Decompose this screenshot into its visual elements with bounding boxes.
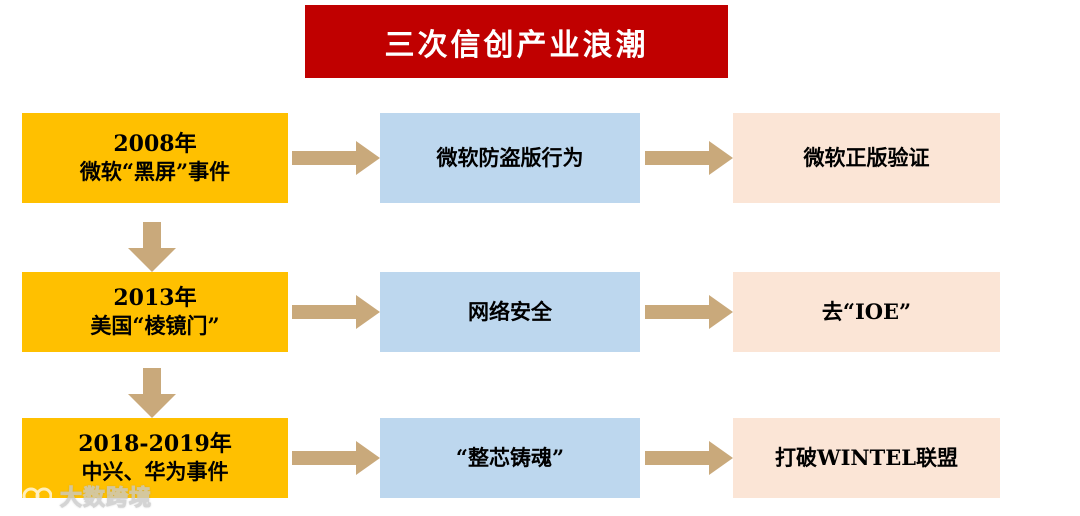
outcome-box-row3: 打破WINTEL联盟 bbox=[733, 418, 1000, 498]
event-name-row1: 微软“黑屏”事件 bbox=[79, 158, 231, 184]
arrow-head bbox=[356, 141, 380, 175]
right-arrow-icon-row1-a bbox=[292, 141, 380, 175]
right-arrow-icon-row3-b bbox=[645, 441, 733, 475]
event-year-row2: 2013年 bbox=[113, 285, 197, 312]
arrow-head bbox=[128, 394, 176, 418]
event-year-row3: 2018-2019年 bbox=[78, 431, 232, 458]
arrow-shaft bbox=[645, 305, 709, 319]
event-box-row1: 2008年 微软“黑屏”事件 bbox=[22, 113, 288, 203]
right-arrow-icon-row1-b bbox=[645, 141, 733, 175]
theme-label-row3: “整芯铸魂” bbox=[455, 444, 565, 470]
theme-box-row1: 微软防盗版行为 bbox=[380, 113, 640, 203]
title-banner: 三次信创产业浪潮 bbox=[305, 5, 728, 78]
arrow-head bbox=[128, 248, 176, 272]
theme-box-row2: 网络安全 bbox=[380, 272, 640, 352]
outcome-label-row3: 打破WINTEL联盟 bbox=[774, 444, 958, 470]
theme-label-row2: 网络安全 bbox=[468, 298, 552, 324]
outcome-label-row1: 微软正版验证 bbox=[803, 144, 930, 170]
event-year-row1: 2008年 bbox=[113, 131, 197, 158]
right-arrow-icon-row2-b bbox=[645, 295, 733, 329]
arrow-shaft bbox=[292, 151, 356, 165]
event-box-row3: 2018-2019年 中兴、华为事件 bbox=[22, 418, 288, 498]
theme-label-row1: 微软防盗版行为 bbox=[436, 144, 584, 170]
outcome-box-row2: 去“IOE” bbox=[733, 272, 1000, 352]
arrow-shaft bbox=[292, 451, 356, 465]
arrow-head bbox=[709, 441, 733, 475]
arrow-shaft bbox=[645, 451, 709, 465]
arrow-head bbox=[709, 295, 733, 329]
event-box-row2: 2013年 美国“棱镜门” bbox=[22, 272, 288, 352]
event-name-row3: 中兴、华为事件 bbox=[81, 458, 229, 484]
arrow-head bbox=[356, 295, 380, 329]
outcome-box-row1: 微软正版验证 bbox=[733, 113, 1000, 203]
arrow-head bbox=[709, 141, 733, 175]
event-name-row2: 美国“棱镜门” bbox=[90, 312, 220, 338]
arrow-head bbox=[356, 441, 380, 475]
arrow-shaft bbox=[143, 222, 161, 248]
arrow-shaft bbox=[292, 305, 356, 319]
page-title: 三次信创产业浪潮 bbox=[384, 27, 649, 63]
right-arrow-icon-row3-a bbox=[292, 441, 380, 475]
arrow-shaft bbox=[143, 368, 161, 394]
down-arrow-icon-2 bbox=[128, 368, 176, 418]
right-arrow-icon-row2-a bbox=[292, 295, 380, 329]
arrow-shaft bbox=[645, 151, 709, 165]
outcome-label-row2: 去“IOE” bbox=[821, 298, 912, 324]
theme-box-row3: “整芯铸魂” bbox=[380, 418, 640, 498]
down-arrow-icon-1 bbox=[128, 222, 176, 272]
